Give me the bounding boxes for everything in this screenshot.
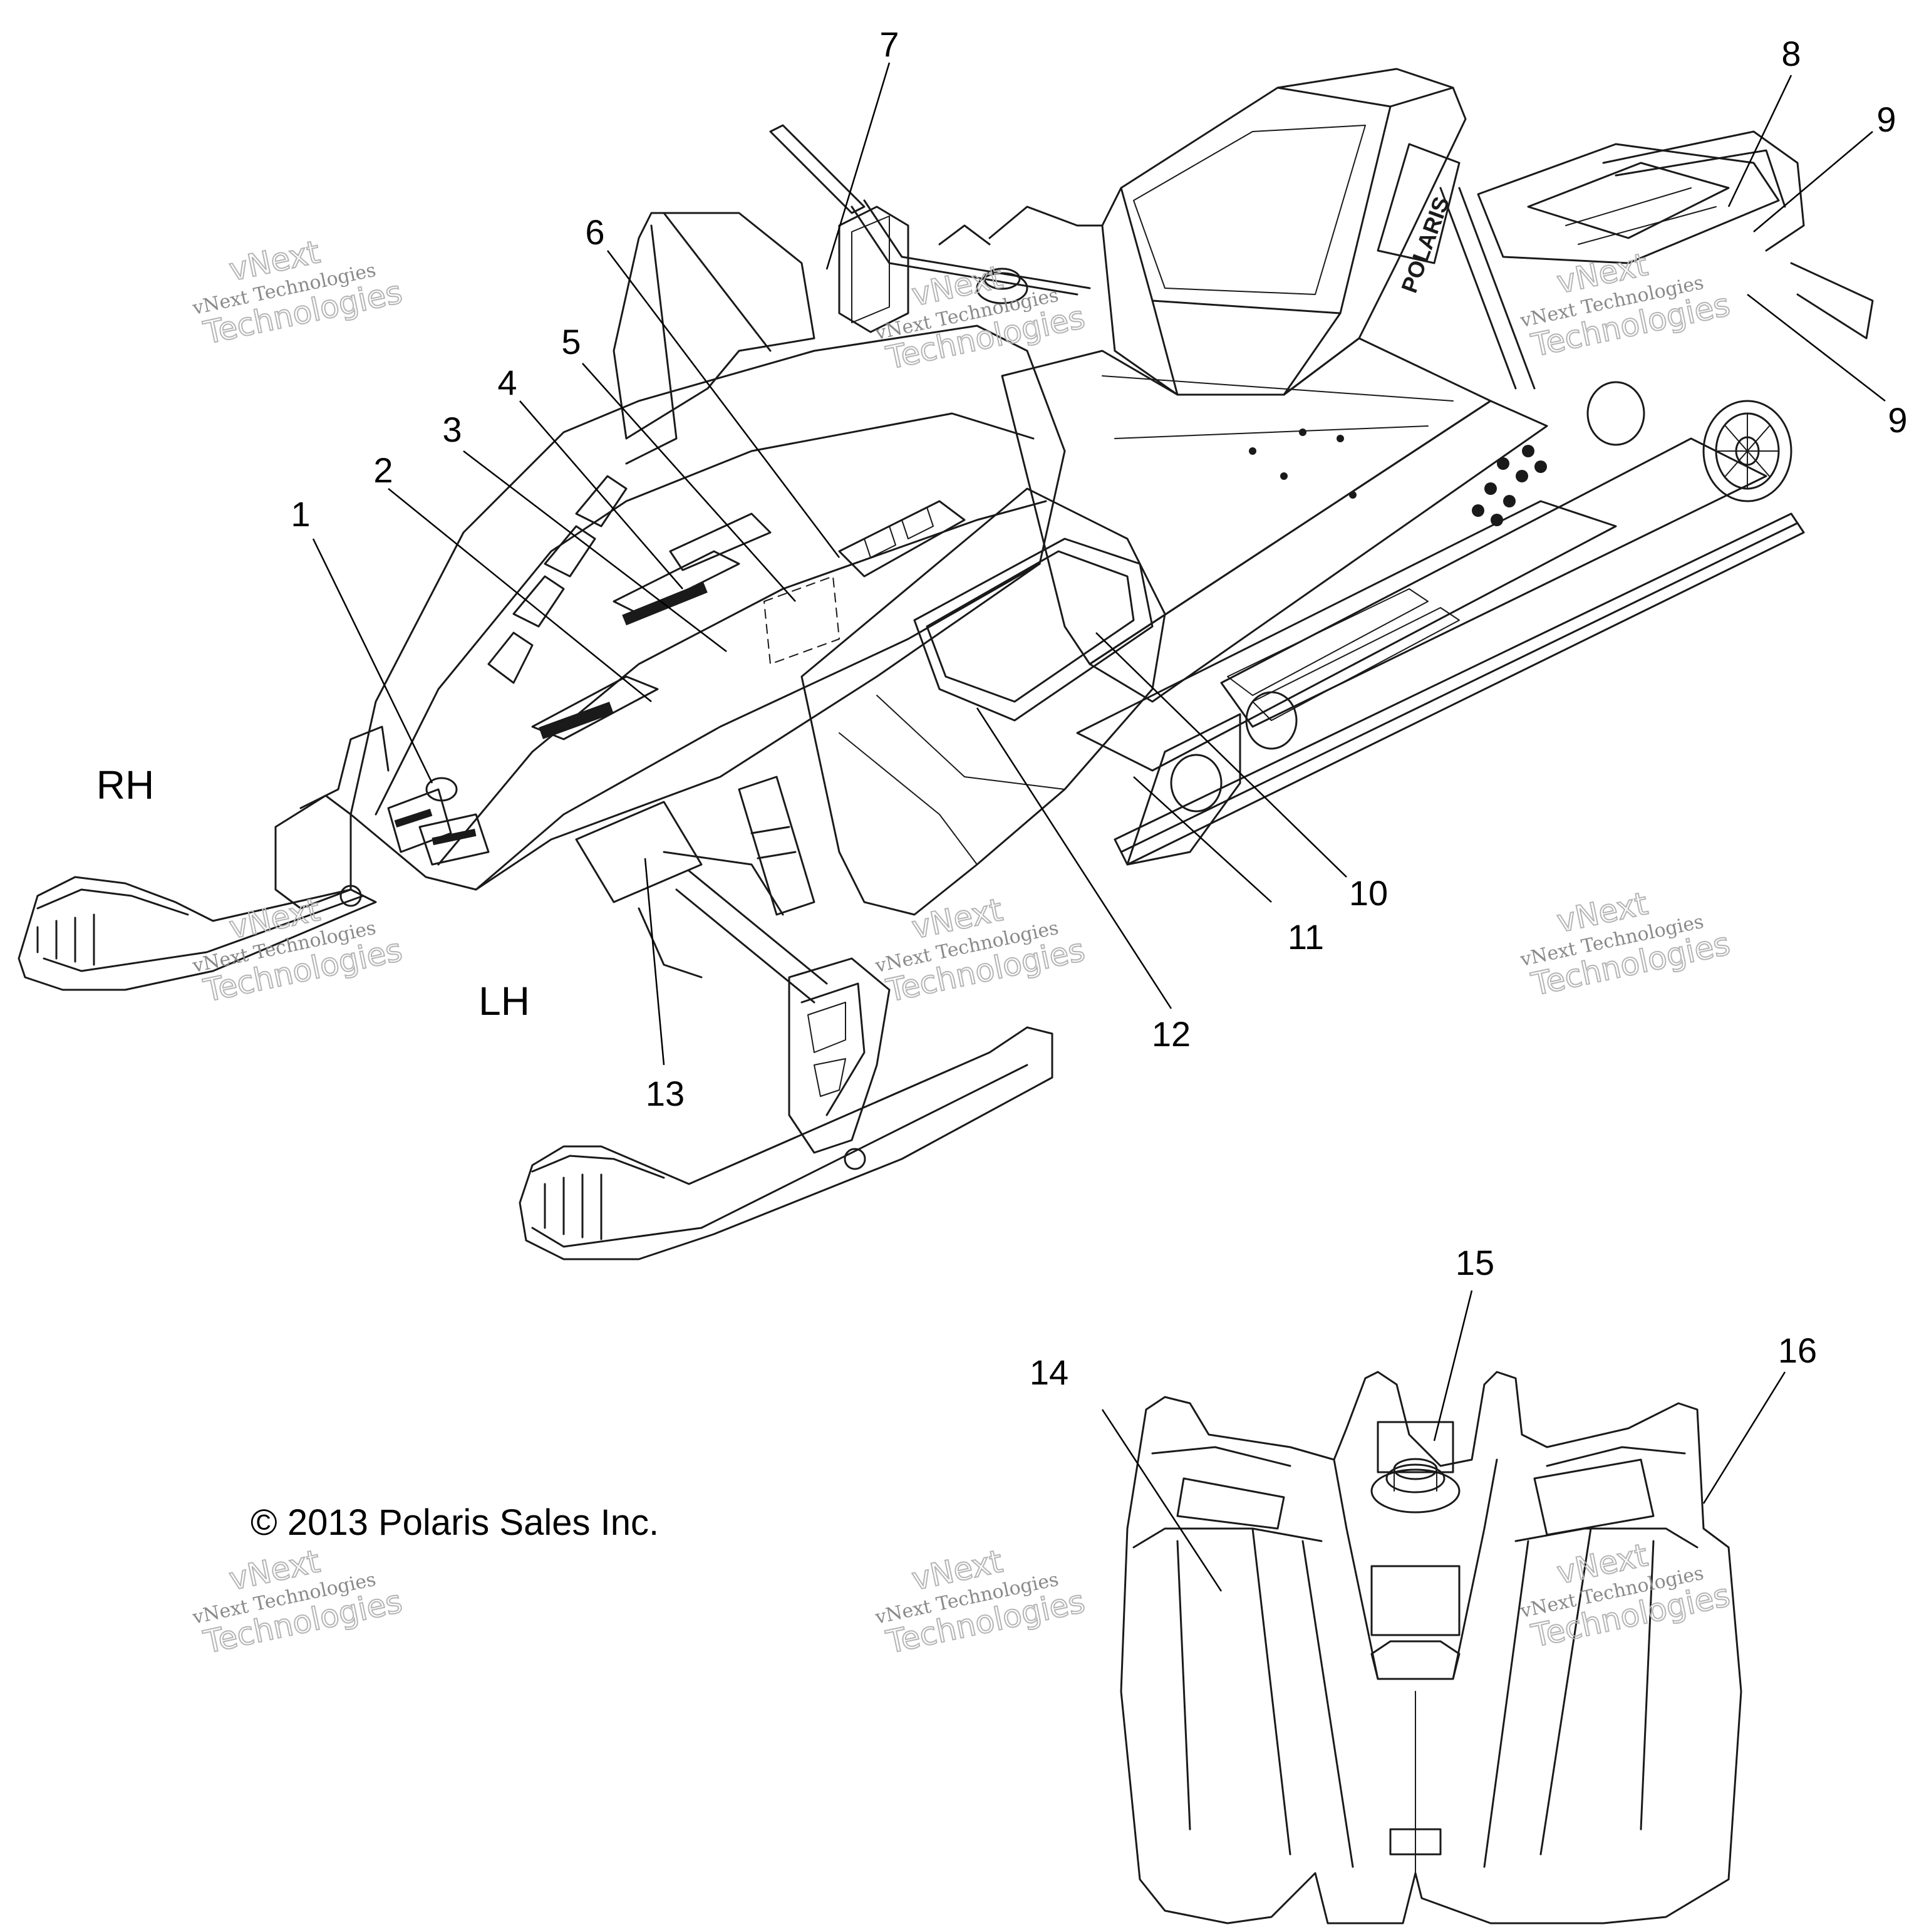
- callout-15: 15: [1456, 1243, 1494, 1282]
- callout-8: 8: [1781, 34, 1801, 73]
- watermark: vNext vNext Technologies Technologies: [1518, 246, 1734, 365]
- side-cowl: [800, 487, 1241, 916]
- callout-10: 10: [1349, 873, 1388, 913]
- side-panel: [1001, 337, 1492, 665]
- callout-14: 14: [1030, 1353, 1068, 1392]
- watermark: vNext vNext Technologies Technologies: [873, 1542, 1089, 1661]
- watermark: vNext vNext Technologies Technologies: [873, 891, 1089, 1010]
- copyright-text: © 2013 Polaris Sales Inc.: [251, 1502, 659, 1543]
- side-label-rh: RH: [96, 762, 154, 808]
- watermark: vNext vNext Technologies Technologies: [1518, 885, 1734, 1004]
- callout-6: 6: [585, 212, 604, 252]
- track-assembly: [1076, 381, 1805, 866]
- watermarks: vNext vNext Technologies Technologies vN…: [190, 233, 1734, 1661]
- ski-left: [519, 957, 1053, 1260]
- rear-rack: [1477, 130, 1874, 340]
- callout-1: 1: [291, 494, 310, 534]
- side-label-lh: LH: [478, 979, 530, 1024]
- callout-7: 7: [879, 24, 899, 64]
- windshield: [613, 212, 815, 465]
- hood: [349, 325, 1066, 891]
- callout-5: 5: [561, 322, 581, 361]
- callout-labels: 1 2 3 4 5 6 7 8 9 9 10 11 12 13 14 15 16: [291, 24, 1907, 1392]
- callout-11: 11: [1288, 917, 1324, 957]
- tank-top-view: [1120, 1371, 1742, 1924]
- rear-wheel: [1702, 400, 1792, 502]
- callout-9b: 9: [1888, 400, 1907, 440]
- callout-3: 3: [442, 410, 462, 449]
- callout-13: 13: [646, 1074, 685, 1113]
- callout-9a: 9: [1876, 100, 1896, 139]
- callout-12: 12: [1152, 1014, 1191, 1054]
- snowmobile-drawing: POLARIS: [18, 68, 1874, 1260]
- ski-right: [18, 725, 390, 991]
- watermark: vNext vNext Technologies Technologies: [190, 233, 406, 352]
- callout-2: 2: [373, 450, 393, 490]
- watermark: vNext vNext Technologies Technologies: [190, 1542, 406, 1661]
- leader-lines: [312, 62, 1886, 1592]
- handlebar: [769, 124, 1104, 333]
- callout-4: 4: [497, 363, 517, 402]
- front-suspension: [575, 776, 828, 1004]
- watermark: vNext vNext Technologies Technologies: [1518, 1536, 1734, 1655]
- watermark: vNext vNext Technologies Technologies: [190, 891, 406, 1010]
- seat: POLARIS: [1101, 68, 1536, 396]
- callout-16: 16: [1778, 1331, 1817, 1370]
